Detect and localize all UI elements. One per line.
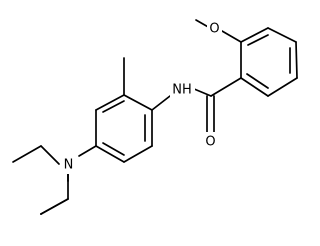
amide-nitrogen-aryl-bond bbox=[151, 95, 171, 111]
aniline-ring-bond-c4-c5 bbox=[95, 145, 125, 163]
aniline-ring-bond-c1-c2 bbox=[123, 94, 153, 111]
benzoyl-ring-bond-c4-c5 bbox=[267, 77, 298, 97]
carbonyl-oxygen-label-background bbox=[203, 132, 218, 150]
amine-nitrogen-label: N bbox=[64, 158, 74, 173]
amide-nitrogen-label-background bbox=[170, 81, 195, 98]
methoxy-oxygen-label: O bbox=[209, 22, 219, 37]
aniline-ring-bond-c5-c6 bbox=[123, 145, 153, 163]
benzoyl-ring-inner-bond-bottom bbox=[246, 73, 269, 89]
benzoyl-ring-bond-c5-c6 bbox=[240, 77, 269, 97]
aryl-amine-bond bbox=[78, 145, 97, 157]
amine-lower-ethyl-bond-6 bbox=[40, 198, 69, 215]
carbonyl-oxygen-label: O bbox=[205, 135, 215, 150]
amine-upper-ethyl-bond-3 bbox=[12, 145, 42, 163]
benzoyl-ring-bond-c3-c4 bbox=[295, 41, 298, 79]
bond-layer bbox=[12, 19, 298, 215]
benzoyl-ring-inner-bond-top bbox=[247, 34, 269, 46]
amine-nitrogen-label-background bbox=[61, 156, 76, 174]
benzoyl-ring-bond-c2-c3 bbox=[267, 27, 297, 43]
aniline-ring-inner-bond-left bbox=[102, 100, 125, 113]
atom-label-layer: O NH O N bbox=[61, 20, 222, 174]
carbonyl-ring-bond bbox=[210, 77, 242, 97]
aniline-ring-inner-bond-lower bbox=[102, 142, 125, 156]
methoxy-oxygen-label-background bbox=[207, 20, 222, 37]
aniline-ring-bond-c2-c3 bbox=[95, 94, 125, 111]
amine-upper-ethyl-bond-2 bbox=[40, 145, 60, 165]
benzoyl-ring-bond-c1-c2 bbox=[240, 27, 269, 43]
methoxy-oxygen-ring-bond bbox=[221, 30, 242, 43]
amide-nitrogen-label: NH bbox=[172, 83, 192, 98]
